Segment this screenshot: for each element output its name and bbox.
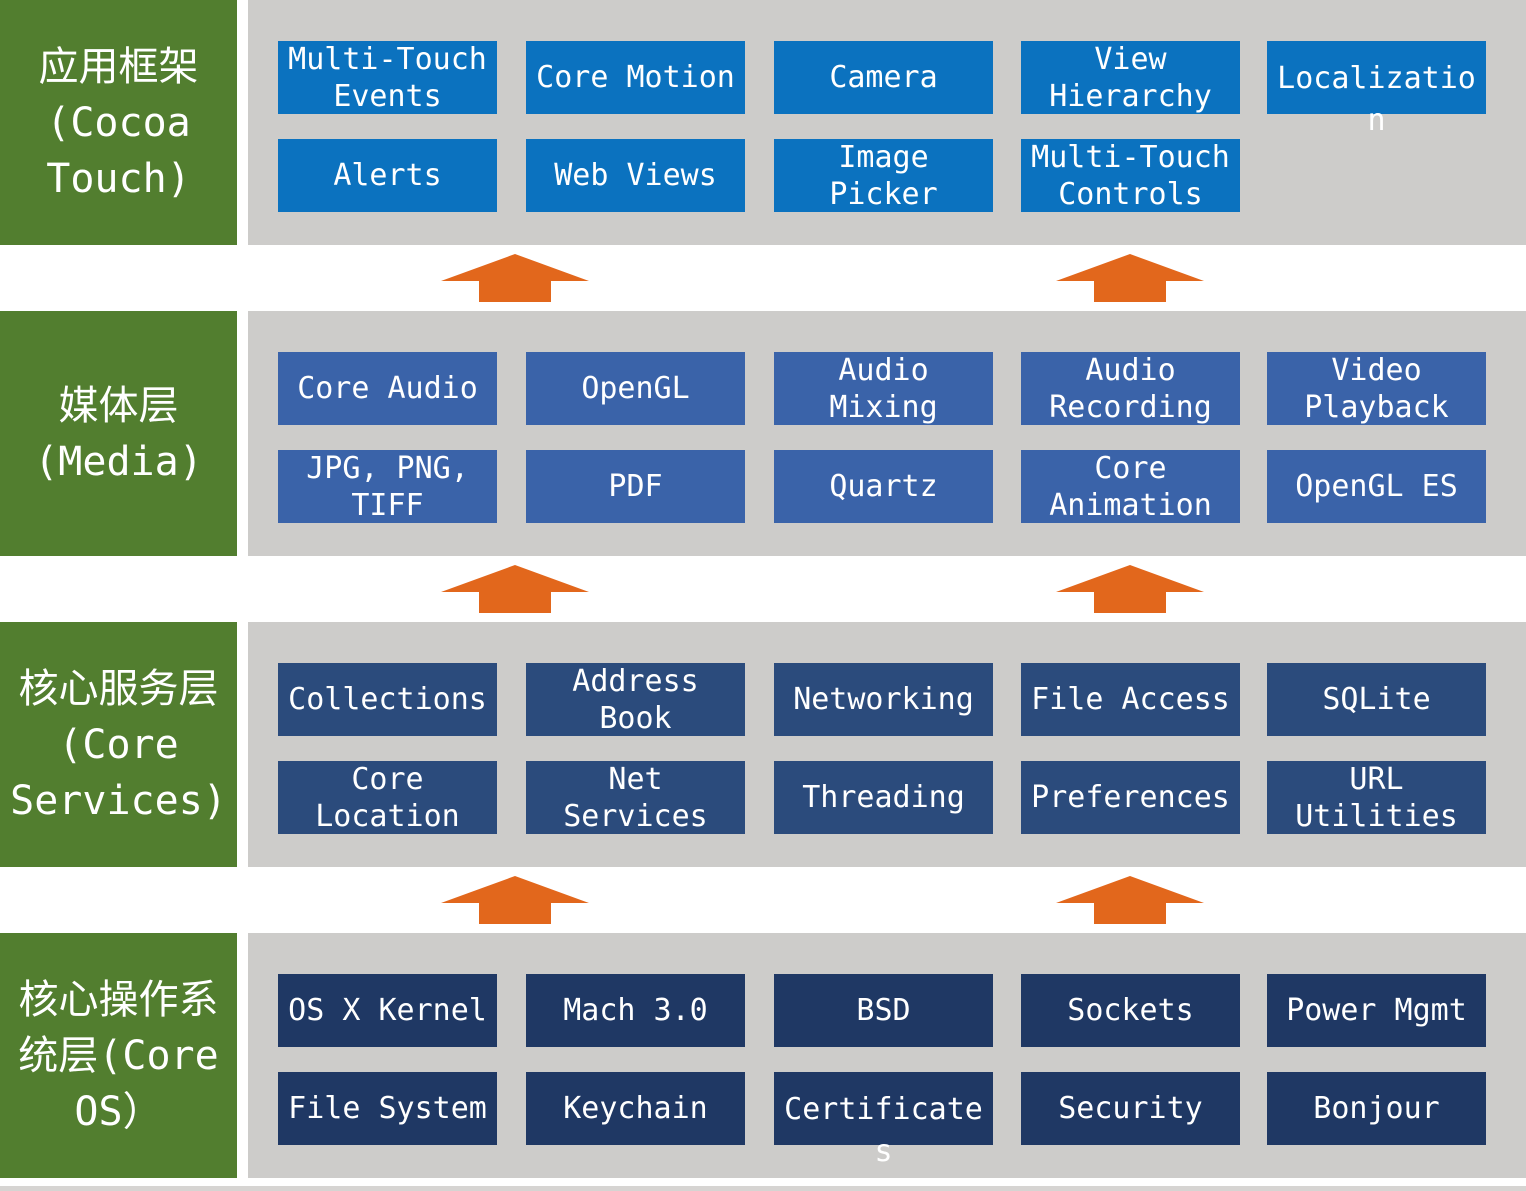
component-label: Certificates xyxy=(784,1092,983,1169)
bottom-edge-strip xyxy=(0,1186,1526,1191)
component-label: Preferences xyxy=(1031,780,1230,815)
component-label: Localization xyxy=(1277,61,1476,138)
component-label: PDF xyxy=(608,469,663,504)
component-label: Power Mgmt xyxy=(1286,993,1467,1028)
layer-label-media: 媒体层 (Media) xyxy=(0,311,237,556)
component-label: Keychain xyxy=(563,1091,708,1126)
component-core-location: Core Location xyxy=(278,761,497,834)
component-label: BSD xyxy=(856,993,911,1028)
component-core-animation: Core Animation xyxy=(1021,450,1240,523)
component-label: Address Book xyxy=(572,663,699,736)
component-bsd: BSD xyxy=(774,974,993,1047)
component-label: Alerts xyxy=(333,158,442,193)
layer-band-core-services: Collections Address Book Networking File Ac… xyxy=(248,622,1526,867)
component-bonjour: Bonjour xyxy=(1267,1072,1486,1145)
component-label: OpenGL ES xyxy=(1295,469,1458,504)
up-arrow-icon xyxy=(1056,254,1204,302)
component-label: Bonjour xyxy=(1313,1091,1440,1126)
component-label: Threading xyxy=(802,780,965,815)
layer-label-core-os: 核心操作系 统层(Core OS） xyxy=(0,933,237,1178)
component-label: Collections xyxy=(288,682,487,717)
up-arrow-icon xyxy=(1056,565,1204,613)
component-label: Multi-Touch Controls xyxy=(1031,139,1230,212)
up-arrow-icon xyxy=(441,565,589,613)
component-label: Image Picker xyxy=(829,139,938,212)
component-keychain: Keychain xyxy=(526,1072,745,1145)
component-label: JPG, PNG, TIFF xyxy=(306,450,469,523)
component-networking: Networking xyxy=(774,663,993,736)
component-label: Core Audio xyxy=(297,371,478,406)
component-label: Mach 3.0 xyxy=(563,993,708,1028)
component-threading: Threading xyxy=(774,761,993,834)
up-arrow-icon xyxy=(1056,876,1204,924)
component-mach-3-0: Mach 3.0 xyxy=(526,974,745,1047)
component-url-utilities: URL Utilities xyxy=(1267,761,1486,834)
component-sqlite: SQLite xyxy=(1267,663,1486,736)
component-power-mgmt: Power Mgmt xyxy=(1267,974,1486,1047)
component-image-picker: Image Picker xyxy=(774,139,993,212)
component-label: File System xyxy=(288,1091,487,1126)
component-security: Security xyxy=(1021,1072,1240,1145)
component-label: Audio Mixing xyxy=(829,352,938,425)
component-label: View Hierarchy xyxy=(1049,41,1212,114)
layer-label-cocoa-touch: 应用框架 (Cocoa Touch) xyxy=(0,0,237,245)
layer-band-cocoa-touch: Multi-Touch Events Core Motion Camera View … xyxy=(248,0,1526,245)
component-collections: Collections xyxy=(278,663,497,736)
component-label: Quartz xyxy=(829,469,938,504)
component-label: Camera xyxy=(829,60,938,95)
component-label: Multi-Touch Events xyxy=(288,41,487,114)
component-audio-mixing: Audio Mixing xyxy=(774,352,993,425)
component-label: Security xyxy=(1058,1091,1203,1126)
component-localization: Localization xyxy=(1267,41,1486,138)
component-label: Net Services xyxy=(563,761,708,834)
component-video-playback: Video Playback xyxy=(1267,352,1486,425)
layer-band-media: Core Audio OpenGL Audio Mixing Audio Record… xyxy=(248,311,1526,556)
component-web-views: Web Views xyxy=(526,139,745,212)
component-view-hierarchy: View Hierarchy xyxy=(1021,41,1240,114)
component-label: Video Playback xyxy=(1304,352,1449,425)
up-arrow-icon xyxy=(441,254,589,302)
component-pdf: PDF xyxy=(526,450,745,523)
component-opengl: OpenGL xyxy=(526,352,745,425)
component-label: SQLite xyxy=(1322,682,1431,717)
component-label: Core Motion xyxy=(536,60,735,95)
layer-label-core-services: 核心服务层 (Core Services) xyxy=(0,622,237,867)
component-label: Audio Recording xyxy=(1049,352,1212,425)
component-address-book: Address Book xyxy=(526,663,745,736)
component-label: OpenGL xyxy=(581,371,690,406)
up-arrow-icon xyxy=(441,876,589,924)
component-label: Web Views xyxy=(554,158,717,193)
component-alerts: Alerts xyxy=(278,139,497,212)
component-core-audio: Core Audio xyxy=(278,352,497,425)
component-certificates: Certificates xyxy=(774,1072,993,1169)
component-label: File Access xyxy=(1031,682,1230,717)
component-multi-touch-events: Multi-Touch Events xyxy=(278,41,497,114)
component-core-motion: Core Motion xyxy=(526,41,745,114)
component-audio-recording: Audio Recording xyxy=(1021,352,1240,425)
component-os-x-kernel: OS X Kernel xyxy=(278,974,497,1047)
component-quartz: Quartz xyxy=(774,450,993,523)
component-label: Core Location xyxy=(315,761,460,834)
component-label: OS X Kernel xyxy=(288,993,487,1028)
component-label: Sockets xyxy=(1067,993,1194,1028)
component-file-access: File Access xyxy=(1021,663,1240,736)
component-opengl-es: OpenGL ES xyxy=(1267,450,1486,523)
component-preferences: Preferences xyxy=(1021,761,1240,834)
component-jpg-png-tiff: JPG, PNG, TIFF xyxy=(278,450,497,523)
component-file-system: File System xyxy=(278,1072,497,1145)
component-sockets: Sockets xyxy=(1021,974,1240,1047)
component-label: URL Utilities xyxy=(1295,761,1458,834)
component-camera: Camera xyxy=(774,41,993,114)
component-label: Networking xyxy=(793,682,974,717)
component-net-services: Net Services xyxy=(526,761,745,834)
component-label: Core Animation xyxy=(1049,450,1212,523)
component-multi-touch-controls: Multi-Touch Controls xyxy=(1021,139,1240,212)
